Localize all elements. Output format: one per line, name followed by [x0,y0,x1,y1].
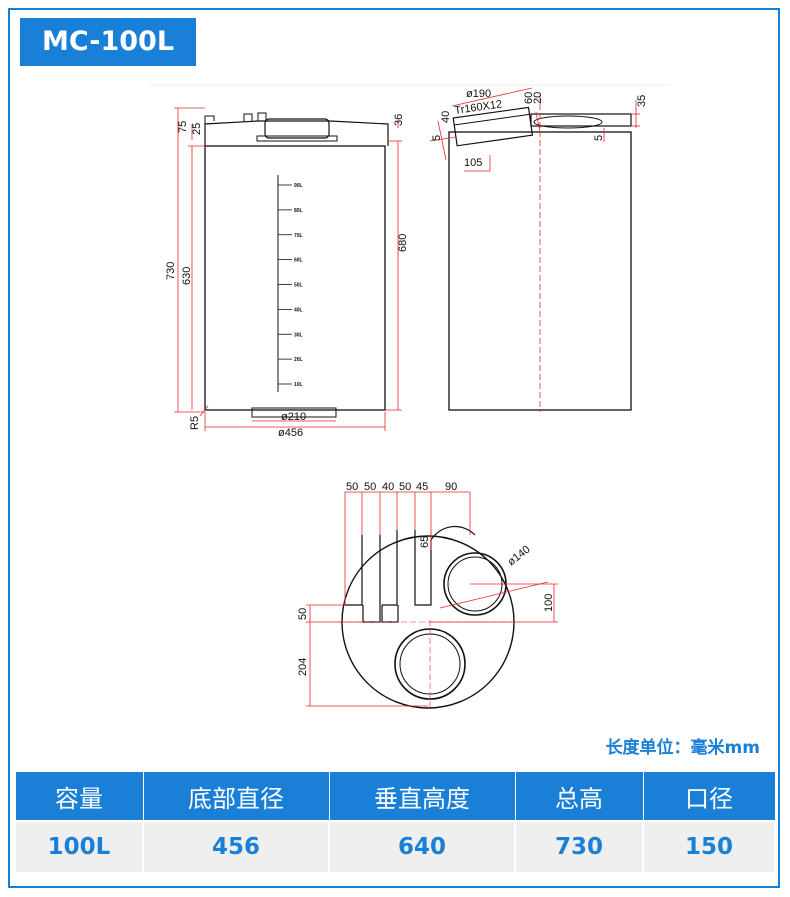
dim-40: 40 [440,111,452,123]
spec-value-row: 100L 456 640 730 150 [14,820,776,874]
gauge-tick-label: 60L [294,258,303,264]
dim-35: 35 [636,95,648,107]
front-body [204,145,386,411]
value-bottom-diameter: 456 [142,820,330,874]
dim-680: 680 [397,234,409,252]
gauge-tick-label: 90L [294,183,303,189]
dim-730: 730 [165,262,177,280]
dim-45: 45 [416,481,428,493]
spec-table: 容量 底部直径 垂直高度 总高 口径 100L 456 640 730 150 [14,771,776,874]
dim-50d: 50 [297,608,309,620]
gauge-tick-label: 40L [294,307,303,313]
value-vertical-height: 640 [328,820,516,874]
dim-5a: 5 [431,135,443,141]
gauge-tick-label: 50L [294,283,303,289]
gauge-tick-label: 30L [294,332,303,338]
header-total-height: 总高 [514,771,644,822]
dim-20: 20 [532,92,544,104]
header-caliber: 口径 [642,771,776,822]
dim-36: 36 [393,114,405,126]
dim-105: 105 [464,157,482,169]
dim-50a: 50 [346,481,358,493]
dim-140: ø140 [505,543,532,568]
dim-90: 90 [445,481,457,493]
dim-r5: R5 [189,416,201,430]
dim-630: 630 [181,267,193,285]
dim-60: 60 [523,92,535,104]
unit-note: 长度单位：毫米mm [605,738,760,758]
front-lid [264,118,330,139]
dim-bottom-diameter: ø210 [281,411,306,423]
value-caliber: 150 [642,820,776,874]
dim-50c: 50 [399,481,411,493]
spec-header-row: 容量 底部直径 垂直高度 总高 口径 [14,771,776,822]
gauge-tick-label: 10L [294,382,303,388]
top-view: 50 50 40 50 45 90 65 ø140 100 50 204 [297,481,558,710]
dim-65: 65 [419,536,431,548]
page-frame [8,8,780,888]
value-total-height: 730 [514,820,644,874]
dim-cap-diameter: ø190 [466,88,491,100]
dim-25: 25 [191,123,203,135]
gauge-tick-label: 80L [294,208,303,214]
dim-diameter: ø456 [278,427,303,439]
value-capacity: 100L [14,820,144,874]
model-title: MC-100L [20,18,196,66]
gauge-tick-label: 70L [294,233,303,239]
dim-40-top: 40 [382,481,394,493]
header-capacity: 容量 [14,771,144,822]
dim-75: 75 [177,121,189,133]
header-bottom-diameter: 底部直径 [142,771,330,822]
header-vertical-height: 垂直高度 [328,771,516,822]
side-view: ø190 Tr160X12 60 20 40 5 105 35 5 [429,87,648,412]
dim-204: 204 [297,658,309,676]
dim-100: 100 [543,594,555,612]
dim-50b: 50 [364,481,376,493]
dim-5b: 5 [593,135,605,141]
gauge-tick-label: 20L [294,357,303,363]
